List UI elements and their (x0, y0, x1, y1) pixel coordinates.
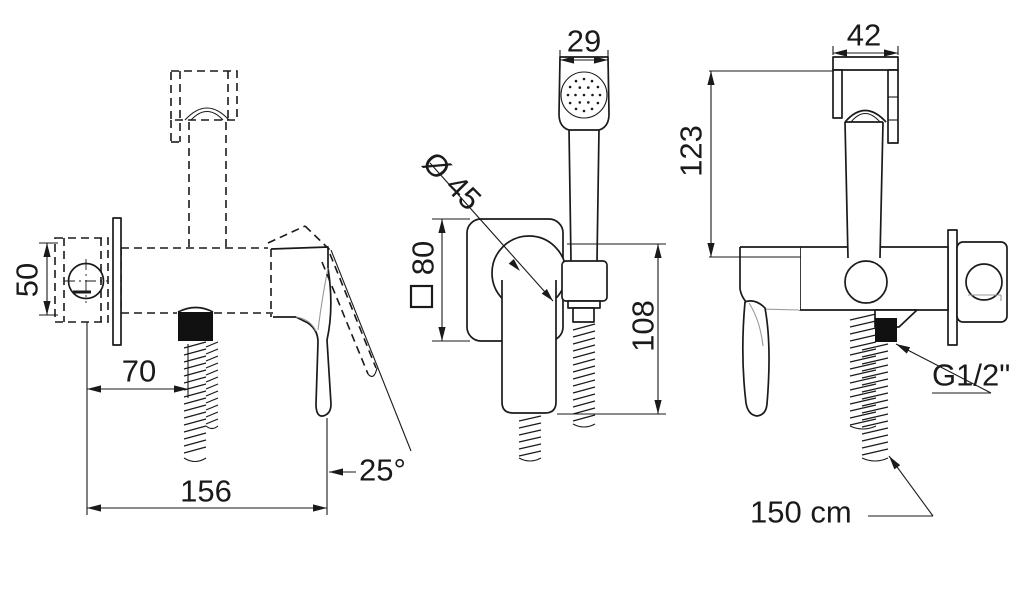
supply-hose (518, 415, 542, 457)
shower-hose-strand (205, 341, 219, 425)
dim-plate-square-label: 80 (406, 241, 441, 275)
dim-valve-height-label: 50 (10, 263, 45, 297)
holder-wall-bar (887, 69, 899, 144)
angle-leader-line (330, 249, 412, 452)
sprayer-stem (568, 128, 572, 262)
wall-plate-side (947, 229, 958, 346)
holder-ring (844, 260, 888, 304)
mixer-handle-side (267, 225, 412, 452)
handle-lever-blade (742, 300, 770, 417)
shower-hose-front (572, 323, 596, 422)
sprayer-stem-side (844, 121, 849, 259)
handle-alt-position (329, 253, 377, 369)
sprayer-head-front (558, 56, 610, 131)
dim-sprayer-height-label: 123 (674, 125, 709, 177)
thread-nut-black (875, 318, 897, 342)
dim-holder-width-label: 42 (847, 18, 881, 53)
hose-fitting (572, 307, 595, 323)
callout-thread-label: G1/2" (932, 358, 1010, 393)
sprayer-holder-side (832, 56, 899, 144)
callout-thread: G1/2" (895, 343, 1010, 394)
dim-body-diameter-label: Ø 45 (416, 145, 488, 217)
wall-elbow (956, 241, 1008, 323)
dim-head-width: 29 (559, 24, 609, 68)
dim-widths: 70 156 (86, 322, 328, 515)
dim-handle-angle-label: 25° (359, 453, 406, 488)
dim-plate-square: 80 (406, 218, 470, 342)
sprayer-dome-icon (184, 107, 230, 121)
mixer-body-hidden (54, 237, 273, 323)
dim-sprayer-height: 123 (674, 70, 834, 258)
shower-hose-side (849, 313, 877, 426)
shower-hose-side-lower (861, 343, 889, 456)
holder-bracket (561, 260, 608, 302)
square-section-symbol (409, 284, 434, 309)
hose-connector-dome (177, 306, 214, 313)
front-view: 29 80 Ø 45 108 (406, 24, 666, 462)
right-side-view: 42 123 G1/2" 150 cm (674, 18, 1011, 530)
wall-flange (112, 217, 122, 346)
dim-head-width-label: 29 (567, 24, 601, 59)
dim-total-width-label: 156 (180, 474, 232, 509)
dim-holder-width: 42 (832, 18, 899, 57)
callout-hose-length: 150 cm (750, 455, 934, 530)
hose-nut-black (178, 312, 213, 341)
sprayer-holder-hidden (170, 70, 238, 248)
holder-head-outline (170, 70, 238, 121)
body-column (501, 280, 557, 414)
spray-face (560, 71, 608, 119)
dim-body-height-label: 108 (626, 300, 661, 352)
valve-cap-hidden (54, 237, 109, 323)
mixer-handle-side-right (739, 246, 800, 417)
valve-port (64, 259, 108, 303)
dim-hose-offset-label: 70 (122, 354, 156, 389)
sprayer-dome-side (844, 109, 887, 123)
shower-hose (183, 341, 207, 454)
dim-body-height: 108 (557, 243, 666, 415)
callout-hose-length-label: 150 cm (750, 495, 852, 530)
left-side-view: 50 70 156 25° (10, 70, 412, 515)
spray-nozzle-dots (566, 77, 602, 113)
dim-handle-angle: 25° (329, 453, 406, 488)
dim-valve-height: 50 (10, 242, 58, 316)
